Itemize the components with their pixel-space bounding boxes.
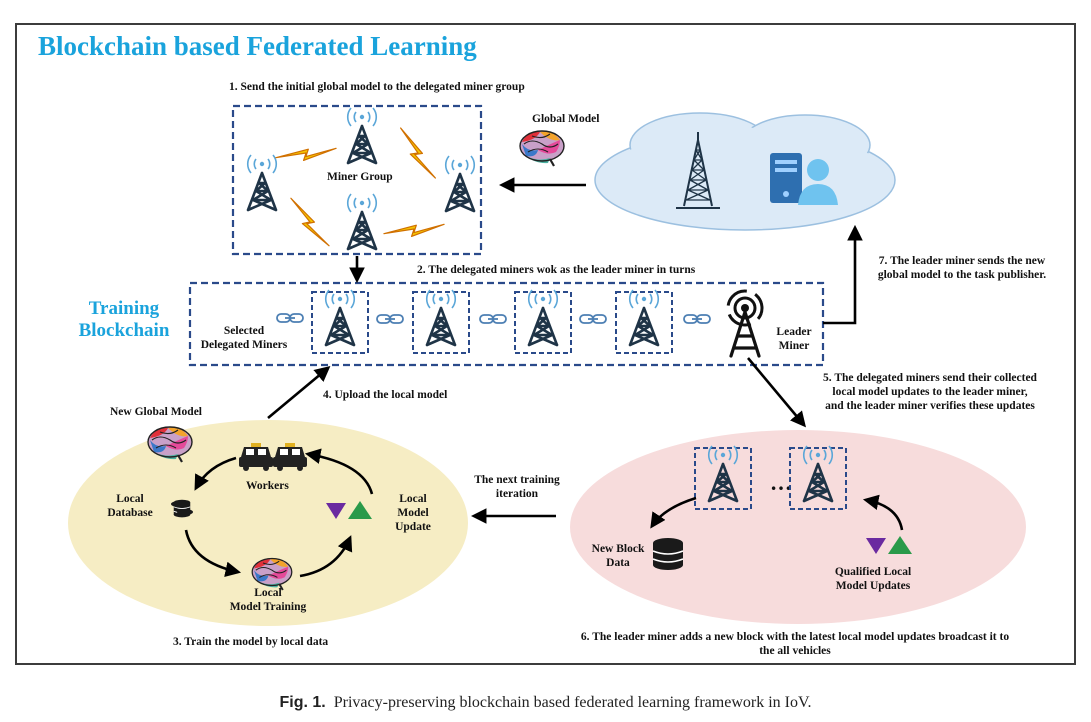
miner-group-box	[231, 104, 483, 256]
miner-group-label: Miner Group	[327, 171, 393, 183]
delegated-miner-box	[514, 291, 572, 354]
local-database-label: Local Database	[100, 492, 160, 520]
arrow-to-leader-ellipse	[747, 357, 807, 428]
delegated-miner-box	[311, 291, 369, 354]
selected-line: Selected	[223, 325, 265, 337]
task-publisher-server-icon	[770, 153, 838, 205]
step-4-label: 4. Upload the local model	[323, 389, 448, 401]
delegated-miners-line: Delegated Miners	[200, 339, 288, 351]
cycle-arrow	[194, 456, 237, 491]
qualified-update-arrow	[862, 494, 904, 531]
database-line: Database	[107, 507, 153, 519]
model-training-line: Model Training	[229, 601, 307, 613]
block-tower-box	[694, 447, 752, 510]
leader-miner-label: Leader Miner	[766, 325, 822, 353]
step-7-line: global model to the task publisher.	[877, 269, 1047, 281]
new-block-data-label: New Block Data	[578, 542, 658, 570]
cycle-arrow	[184, 529, 242, 577]
leader-miner-tower-icon	[726, 289, 764, 358]
qualified-line: Qualified Local	[834, 566, 912, 578]
arrow-upload-local-model	[267, 366, 331, 419]
next-training-iteration-label: The next training iteration	[453, 473, 581, 501]
new-block-line: New Block	[591, 543, 645, 555]
step-5-line: local model updates to the leader miner,	[832, 386, 1028, 398]
qualified-updates-label: Qualified Local Model Updates	[820, 565, 926, 593]
figure-caption-text: Privacy-preserving blockchain based fede…	[333, 694, 812, 711]
cycle-arrow	[304, 448, 374, 495]
local-line: Local	[254, 587, 282, 599]
cloud-tower-icon	[676, 132, 720, 209]
global-model-label: Global Model	[532, 113, 600, 125]
new-block-arrow	[650, 496, 697, 529]
step-7-label: 7. The leader miner sends the new global…	[862, 254, 1062, 282]
update-line: Update	[395, 521, 431, 533]
data-line: Data	[606, 557, 630, 569]
step-2-label: 2. The delegated miners wok as the leade…	[417, 264, 696, 276]
step-3-label: 3. Train the model by local data	[173, 636, 329, 648]
workers-label: Workers	[246, 480, 289, 492]
training-label-line: Training	[88, 298, 160, 319]
local-model-update-label: Local Model Update	[383, 492, 443, 534]
step-7-line: 7. The leader miner sends the new	[878, 255, 1046, 267]
selected-delegated-miners-label: Selected Delegated Miners	[194, 324, 294, 352]
local-line: Local	[116, 493, 144, 505]
training-blockchain-label: Training Blockchain	[64, 298, 184, 342]
cycle-arrow	[299, 535, 353, 578]
figure-caption: Fig. 1. Privacy-preserving blockchain ba…	[0, 694, 1091, 712]
local-model-training-label: Local Model Training	[222, 586, 314, 614]
leader-ellipse	[570, 430, 1026, 624]
step-6-line: the all vehicles	[759, 645, 831, 657]
diagram-title: Blockchain based Federated Learning	[38, 31, 477, 61]
step-1-label: 1. Send the initial global model to the …	[229, 81, 525, 93]
arrow-leader-to-publisher	[823, 224, 863, 325]
local-line: Local	[399, 493, 427, 505]
block-tower-box	[789, 447, 847, 510]
figure-caption-label: Fig. 1.	[279, 694, 326, 711]
step-6-label: 6. The leader miner adds a new block wit…	[520, 630, 1070, 658]
step-5-label: 5. The delegated miners send their colle…	[780, 371, 1080, 413]
ellipsis: …	[770, 470, 792, 495]
model-updates-line: Model Updates	[835, 580, 911, 592]
blockchain-label-line: Blockchain	[78, 320, 170, 341]
delegated-miner-box	[615, 291, 673, 354]
miner-line: Miner	[778, 340, 810, 352]
step-5-line: 5. The delegated miners send their colle…	[823, 372, 1037, 384]
step-5-line: and the leader miner verifies these upda…	[825, 400, 1035, 412]
diagram-frame	[15, 23, 1076, 665]
next-training-line: The next training	[474, 474, 560, 486]
delegated-miner-box	[412, 291, 470, 354]
new-global-model-label: New Global Model	[110, 406, 202, 418]
model-line: Model	[397, 507, 429, 519]
leader-line: Leader	[776, 326, 812, 338]
local-database-icon-detail	[171, 501, 193, 515]
worker-ellipse	[68, 420, 468, 626]
step-6-line: 6. The leader miner adds a new block wit…	[580, 631, 1010, 643]
iteration-line: iteration	[495, 488, 539, 500]
